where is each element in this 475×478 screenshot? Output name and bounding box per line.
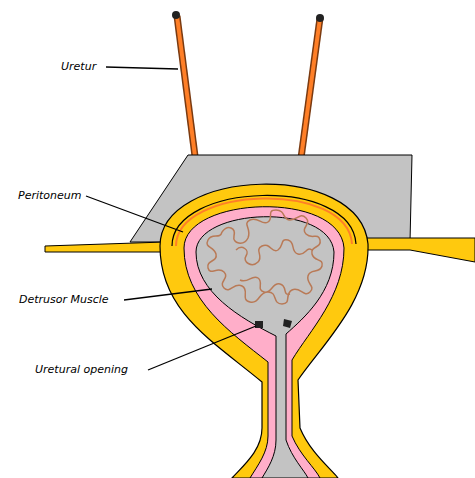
ureteral-openings xyxy=(255,319,292,328)
bladder-wall xyxy=(160,184,368,478)
part-label: Uretural opening xyxy=(35,363,128,376)
leader-lines xyxy=(86,67,256,370)
part-label: Detrusor Muscle xyxy=(19,293,109,306)
mucosal-folds xyxy=(207,210,322,304)
part-label: Uretur xyxy=(61,60,96,73)
part-label: Peritoneum xyxy=(18,189,81,202)
detrusor-layer xyxy=(184,207,344,478)
